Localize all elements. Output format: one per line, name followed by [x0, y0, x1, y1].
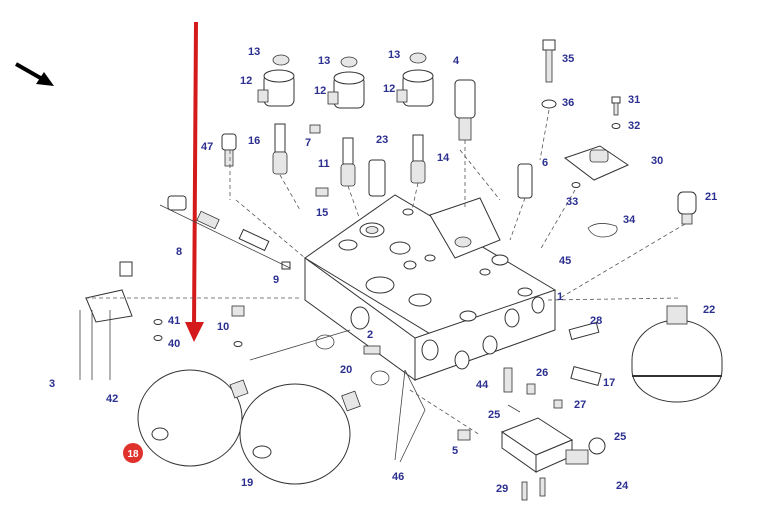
part-label-41: 41: [168, 315, 180, 327]
part-label-6: 6: [542, 157, 548, 169]
cartridge-valve-4: [454, 79, 476, 210]
fitting-44: [503, 367, 513, 393]
part-label-46: 46: [392, 471, 404, 483]
part-label-13: 13: [388, 49, 400, 61]
part-label-5: 5: [452, 445, 458, 457]
part-label-3: 3: [49, 378, 55, 390]
part-label-2: 2: [367, 329, 373, 341]
part-label-12: 12: [383, 83, 395, 95]
part-label-11: 11: [318, 158, 330, 170]
part-label-10: 10: [217, 321, 229, 333]
part-label-27: 27: [574, 399, 586, 411]
part-label-4: 4: [453, 55, 460, 67]
valve-block: [304, 194, 556, 381]
part-label-35: 35: [562, 53, 574, 65]
plug-15: [315, 187, 329, 197]
fitting-27: [553, 399, 563, 409]
accumulator-left: [137, 369, 249, 467]
bolt-35: [539, 39, 557, 161]
cartridge-23: [368, 159, 386, 197]
accumulator-right: [239, 383, 361, 485]
part-label-32: 32: [628, 120, 640, 132]
fitting-10: [231, 305, 245, 347]
pressure-sensor-21: [677, 191, 697, 225]
plug-5: [457, 429, 471, 441]
part-label-28: 28: [590, 315, 602, 327]
cartridge-14: [410, 134, 426, 184]
accumulator-22: [631, 305, 723, 403]
bracket-3: [79, 261, 300, 380]
part-label-19: 19: [241, 477, 253, 489]
part-label-36: 36: [562, 97, 574, 109]
coil-nut-right: [409, 52, 427, 64]
valve-block-24: [500, 417, 606, 501]
coil-nut-middle: [340, 56, 358, 68]
part-label-29: 29: [496, 483, 508, 495]
part-label-9: 9: [273, 274, 279, 286]
cartridge-6: [517, 163, 533, 199]
part-label-33: 33: [566, 196, 578, 208]
leader-lines: [229, 149, 686, 463]
part-label-15: 15: [316, 207, 328, 219]
callout-badge: 18: [123, 443, 143, 463]
part-label-44: 44: [476, 379, 489, 391]
part-label-26: 26: [536, 367, 548, 379]
fitting-17: [570, 365, 602, 387]
part-label-45: 45: [559, 255, 571, 267]
part-label-23: 23: [376, 134, 388, 146]
solenoid-coil-right: [396, 69, 434, 107]
part-label-1: 1: [557, 291, 563, 303]
part-label-21: 21: [705, 191, 717, 203]
red-callout-arrow: [185, 21, 204, 342]
part-label-25: 25: [488, 409, 500, 421]
fitting-47: [221, 133, 237, 167]
part-label-34: 34: [623, 214, 636, 226]
oring-20: [315, 334, 390, 386]
part-label-13: 13: [248, 46, 260, 58]
part-label-17: 17: [603, 377, 615, 389]
cover-plate-30: [563, 145, 630, 238]
coil-nut-left: [272, 54, 290, 66]
part-label-16: 16: [248, 135, 260, 147]
part-label-7: 7: [305, 137, 311, 149]
plug-8: [159, 195, 291, 270]
screw-2: [363, 345, 381, 355]
callout-badge-text: 18: [127, 449, 139, 460]
part-label-12: 12: [240, 75, 252, 87]
part-label-40: 40: [168, 338, 180, 350]
fitting-7: [309, 124, 321, 134]
fitting-26: [526, 383, 536, 395]
fitting-28: [568, 321, 600, 341]
part-label-20: 20: [340, 364, 352, 376]
solenoid-coil-left: [257, 69, 295, 107]
part-label-25: 25: [614, 431, 626, 443]
part-label-24: 24: [616, 480, 629, 492]
part-label-14: 14: [437, 152, 450, 164]
cartridge-11: [340, 137, 356, 187]
part-label-22: 22: [703, 304, 715, 316]
part-label-13: 13: [318, 55, 330, 67]
part-label-47: 47: [201, 141, 213, 153]
cartridge-16: [272, 123, 288, 175]
part-label-42: 42: [106, 393, 118, 405]
screw-31: [611, 96, 621, 129]
solenoid-coil-middle: [327, 71, 365, 109]
part-label-30: 30: [651, 155, 663, 167]
part-label-31: 31: [628, 94, 640, 106]
part-label-12: 12: [314, 85, 326, 97]
part-label-8: 8: [176, 246, 182, 258]
direction-arrow-icon: [15, 62, 54, 86]
